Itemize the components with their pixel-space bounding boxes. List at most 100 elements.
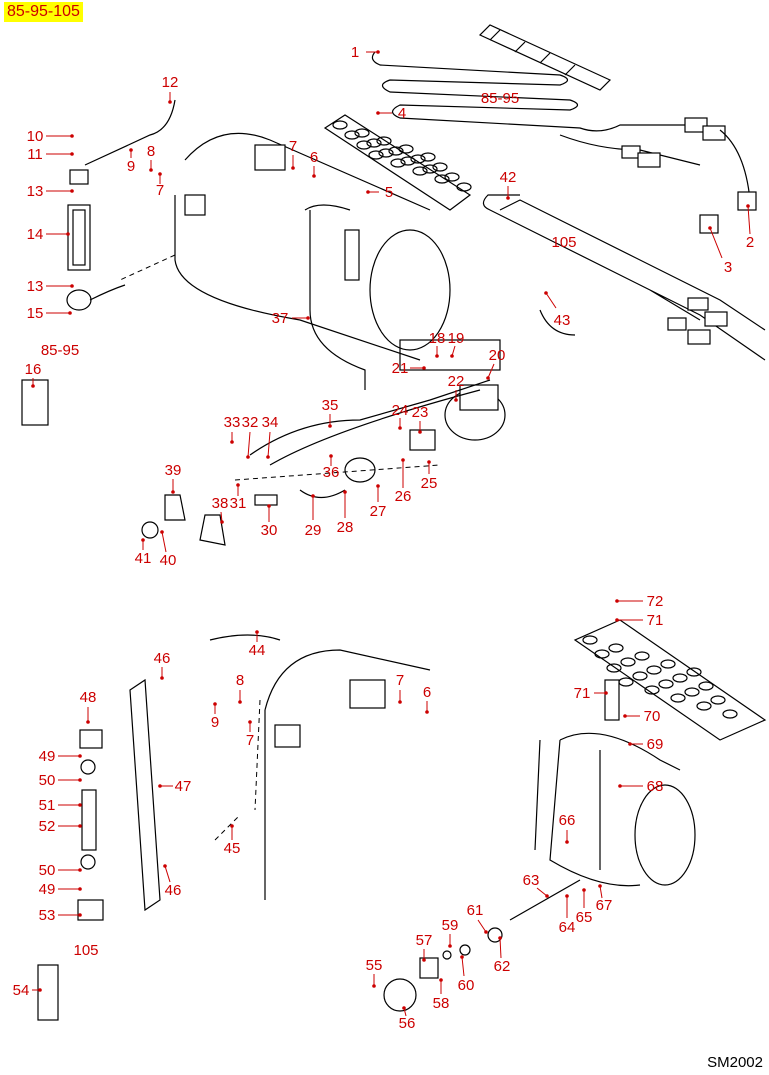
burner-hole xyxy=(698,681,714,691)
callout-6: 6 xyxy=(310,149,318,178)
callout-leader xyxy=(161,531,167,553)
callout-number: 10 xyxy=(27,128,44,145)
model-section-label: 105 xyxy=(551,234,576,251)
burner-hole xyxy=(356,140,372,150)
tank-valve-assembly xyxy=(383,679,696,1012)
callout-9: 9 xyxy=(127,148,135,175)
callout-66: 66 xyxy=(559,812,575,844)
callout-39: 39 xyxy=(165,462,181,494)
callout-number: 45 xyxy=(224,840,241,857)
callout-arrowhead xyxy=(708,226,712,230)
burner-hole xyxy=(332,120,348,130)
callout-37: 37 xyxy=(272,310,310,327)
callout-arrowhead xyxy=(163,864,167,868)
callout-number: 56 xyxy=(399,1015,416,1032)
callout-arrowhead xyxy=(311,494,315,498)
model-section-label: 105 xyxy=(73,942,98,959)
burner-hole xyxy=(646,665,662,675)
callout-71: 71 xyxy=(615,612,663,629)
callout-arrowhead xyxy=(544,291,548,295)
callout-number: 7 xyxy=(246,732,254,749)
model-badge: 85-95-105 xyxy=(4,2,83,22)
callout-61: 61 xyxy=(467,902,488,934)
callout-arrowhead xyxy=(230,440,234,444)
gauge-assembly-105 xyxy=(77,678,161,921)
callout-70: 70 xyxy=(623,708,660,725)
callout-number: 8 xyxy=(236,672,244,689)
callout-63: 63 xyxy=(523,872,549,898)
callout-arrowhead xyxy=(70,189,74,193)
burner-hole xyxy=(670,693,686,703)
callout-72: 72 xyxy=(615,593,663,610)
callout-4: 4 xyxy=(376,105,406,122)
callout-number: 46 xyxy=(165,882,182,899)
burner-hole xyxy=(398,144,414,154)
water-tank-bottom xyxy=(209,634,431,900)
burner-plate-bottom xyxy=(573,619,767,741)
callout-number: 18 xyxy=(429,330,446,347)
callout-arrowhead xyxy=(68,311,72,315)
callout-number: 42 xyxy=(500,169,517,186)
callout-arrowhead xyxy=(398,426,402,430)
callout-arrowhead xyxy=(402,1006,406,1010)
callout-number: 51 xyxy=(39,797,56,814)
callout-56: 56 xyxy=(399,1006,416,1032)
callout-number: 60 xyxy=(458,977,475,994)
callout-18: 18 xyxy=(429,330,446,358)
callout-arrowhead xyxy=(506,196,510,200)
callout-23: 23 xyxy=(412,404,428,434)
burner-hole xyxy=(432,162,448,172)
callout-arrowhead xyxy=(255,630,259,634)
callout-34: 34 xyxy=(262,414,278,459)
callout-number: 19 xyxy=(448,330,465,347)
burner-assembly xyxy=(141,379,491,546)
callout-number: 20 xyxy=(489,347,506,364)
burner-hole xyxy=(400,156,416,166)
callout-6: 6 xyxy=(423,684,431,714)
callout-arrowhead xyxy=(160,676,164,680)
callout-number: 40 xyxy=(160,552,177,569)
callout-53: 53 xyxy=(39,907,82,924)
burner-hole xyxy=(634,651,650,661)
callout-7: 7 xyxy=(246,720,254,749)
callout-69: 69 xyxy=(628,736,663,753)
callout-number: 22 xyxy=(448,373,465,390)
callout-arrowhead xyxy=(343,490,347,494)
callout-arrowhead xyxy=(565,894,569,898)
callout-number: 70 xyxy=(644,708,661,725)
callout-arrowhead xyxy=(230,824,234,828)
gasket xyxy=(21,379,49,426)
callout-arrowhead xyxy=(267,504,271,508)
callout-leader xyxy=(545,292,557,309)
callout-28: 28 xyxy=(337,490,353,536)
callout-arrowhead xyxy=(486,376,490,380)
callout-15: 15 xyxy=(27,305,72,322)
callout-arrowhead xyxy=(31,384,35,388)
callout-number: 8 xyxy=(147,143,155,160)
callout-arrowhead xyxy=(418,430,422,434)
callout-16: 16 xyxy=(25,361,41,388)
burner-hole xyxy=(722,709,738,719)
callout-arrowhead xyxy=(427,460,431,464)
callout-arrowhead xyxy=(238,700,242,704)
callout-arrowhead xyxy=(328,424,332,428)
callout-arrowhead xyxy=(376,484,380,488)
callout-22: 22 xyxy=(448,373,465,402)
callout-49: 49 xyxy=(39,881,82,898)
callout-number: 6 xyxy=(310,149,318,166)
callout-11: 11 xyxy=(27,146,74,163)
callout-arrowhead xyxy=(78,887,82,891)
callout-number: 30 xyxy=(261,522,278,539)
callout-arrowhead xyxy=(129,148,133,152)
callout-leader xyxy=(267,431,271,458)
callout-arrowhead xyxy=(565,840,569,844)
callout-arrowhead xyxy=(604,691,608,695)
callout-arrowhead xyxy=(70,152,74,156)
callout-27: 27 xyxy=(370,484,386,520)
callout-number: 12 xyxy=(162,74,179,91)
callout-number: 38 xyxy=(212,495,229,512)
callout-58: 58 xyxy=(433,978,449,1012)
callout-arrowhead xyxy=(86,720,90,724)
callout-41: 41 xyxy=(135,538,151,567)
callout-arrowhead xyxy=(582,888,586,892)
